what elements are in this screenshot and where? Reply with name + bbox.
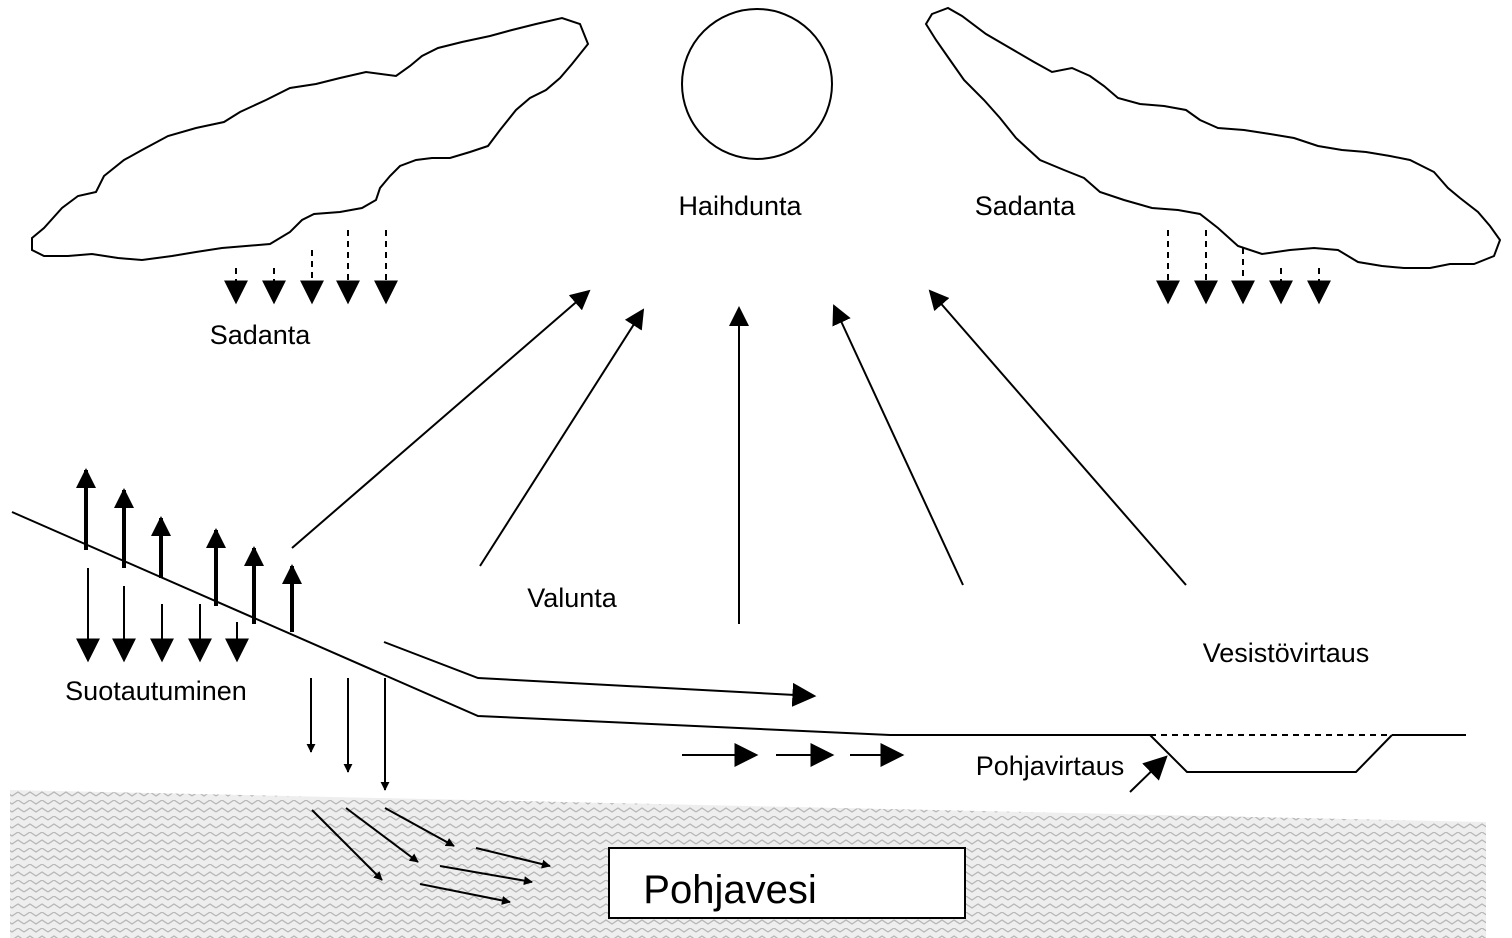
stream-flow-label: Vesistövirtaus bbox=[1203, 638, 1370, 668]
groundwater-flow-arrows bbox=[311, 807, 551, 905]
precipitation-label-right: Sadanta bbox=[975, 191, 1077, 221]
vegetation-arrows bbox=[76, 468, 302, 632]
groundwater-label: Pohjavesi bbox=[643, 868, 816, 912]
percolation-arrows bbox=[306, 678, 390, 791]
runoff-arrow bbox=[383, 641, 817, 707]
precipitation-label-left: Sadanta bbox=[210, 320, 312, 350]
precipitation-arrows-right bbox=[1156, 230, 1331, 305]
infiltration-label: Suotautuminen bbox=[65, 676, 247, 706]
evaporation-arrows bbox=[291, 289, 1187, 624]
runoff-label: Valunta bbox=[527, 583, 618, 613]
river-channel bbox=[1149, 734, 1393, 773]
base-flow-arrows bbox=[682, 743, 1168, 793]
ground-surface bbox=[11, 511, 1150, 736]
cloud-right-icon bbox=[924, 6, 1502, 269]
cloud-left-icon bbox=[31, 16, 590, 262]
infiltration-arrows bbox=[76, 568, 249, 663]
precipitation-arrows-left bbox=[224, 230, 398, 305]
sun-icon bbox=[681, 8, 833, 160]
base-flow-label: Pohjavirtaus bbox=[976, 751, 1125, 781]
evaporation-label: Haihdunta bbox=[678, 191, 802, 221]
groundwater-box bbox=[608, 847, 966, 919]
